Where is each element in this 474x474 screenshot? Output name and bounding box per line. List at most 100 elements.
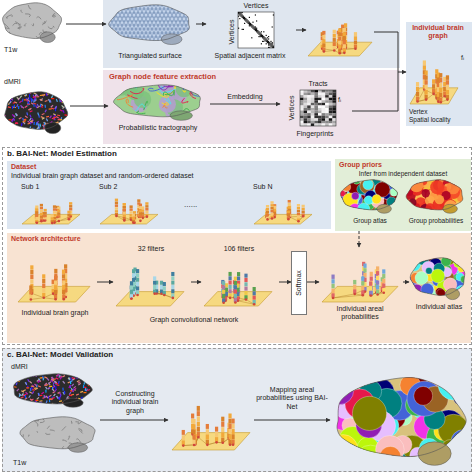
subject-graph <box>270 213 273 216</box>
probability-graph <box>361 286 364 290</box>
tractography-brain <box>135 104 145 110</box>
adjacency-matrix <box>244 19 245 20</box>
fingerprint-matrix <box>325 108 329 111</box>
t1w-brain <box>50 430 55 431</box>
subject-graph <box>270 210 273 213</box>
dmri-brain <box>12 114 14 116</box>
dmri-brain <box>39 395 42 397</box>
dmri-brain <box>70 381 72 384</box>
fingerprint-matrix <box>311 111 315 114</box>
fingerprint-matrix <box>332 113 336 116</box>
subject-graph <box>139 212 142 215</box>
tractography-brain <box>191 91 204 96</box>
conv-layer-graph <box>233 289 236 293</box>
dmri-brain <box>41 99 43 101</box>
adjacency-matrix <box>268 43 269 44</box>
subject-graph <box>40 220 43 223</box>
individual-graph <box>410 88 458 104</box>
subject-graph <box>145 205 148 208</box>
conv-layer-graph <box>132 274 135 278</box>
adjacency-matrix <box>262 41 263 42</box>
dmri-brain <box>29 403 30 406</box>
adjacency-matrix <box>256 29 257 30</box>
dmri-brain <box>73 378 75 380</box>
dmri-brain <box>28 109 31 110</box>
dmri-brain <box>51 108 54 110</box>
conv-layer-graph <box>153 285 156 289</box>
subject-graph <box>287 211 290 214</box>
subject-graph <box>302 211 305 214</box>
conv-layer-graph <box>222 290 225 294</box>
dmri-brain <box>29 374 31 376</box>
fingerprint-matrix <box>307 90 311 93</box>
fingerprint-matrix <box>311 123 315 126</box>
adjacency-matrix <box>268 38 269 39</box>
dmri-brain <box>22 393 24 395</box>
probability-graph <box>363 264 366 268</box>
dmri-brain <box>63 381 65 383</box>
subject-graph <box>53 211 56 214</box>
subject-graph <box>36 221 39 224</box>
dmri-brain <box>31 103 33 105</box>
dmri-brain <box>32 391 34 394</box>
dmri-brain <box>5 92 68 130</box>
dmri-brain <box>68 378 70 380</box>
adjacency-matrix <box>250 23 251 24</box>
dmri-brain <box>64 391 66 394</box>
subject-graph <box>35 221 38 224</box>
dmri-brain <box>59 376 61 378</box>
dmri-brain <box>55 389 57 392</box>
dmri-brain <box>59 131 61 134</box>
dmri-brain <box>41 117 44 118</box>
triangulated-surface <box>30 5 52 43</box>
dmri-brain <box>50 100 51 103</box>
triangulated-surface <box>110 133 190 134</box>
t1w-brain <box>2 3 62 44</box>
adjacency-matrix <box>263 41 264 42</box>
subject-graph <box>57 215 60 218</box>
individual-graph <box>439 88 442 93</box>
subject-graph <box>35 205 38 208</box>
input-graph <box>32 293 44 297</box>
dmri-brain <box>17 400 19 402</box>
fingerprint-matrix <box>311 108 315 111</box>
triangulated-surface <box>0 5 6 43</box>
dmri-brain <box>25 106 28 108</box>
subject-graph <box>288 200 291 203</box>
fingerprint-matrix <box>332 95 336 98</box>
dmri-brain <box>30 126 31 129</box>
fingerprint-matrix <box>314 90 318 93</box>
subject-graph <box>123 215 126 218</box>
dmri-brain <box>42 118 45 120</box>
triangulated-surface <box>110 49 190 50</box>
adjacency-matrix <box>255 26 256 27</box>
surface-graph <box>333 49 336 52</box>
dmri-brain <box>56 378 59 379</box>
dmri-brain <box>40 99 43 100</box>
adjacency-matrix <box>269 47 270 48</box>
probability-graph <box>376 293 379 296</box>
probability-graph <box>333 295 363 298</box>
dmri-brain <box>45 390 46 393</box>
fingerprint-matrix <box>318 116 322 119</box>
subject-graph <box>139 209 142 212</box>
dmri-brain <box>59 400 62 402</box>
adjacency-matrix <box>239 14 240 15</box>
adjacency-matrix <box>269 42 270 43</box>
fingerprint-matrix <box>325 111 329 114</box>
subject-graph <box>297 210 300 213</box>
conv-layer-graph <box>136 294 139 297</box>
dmri-brain <box>84 405 87 407</box>
fingerprint-matrix <box>322 116 326 119</box>
dmri-brain <box>34 93 37 94</box>
dmri-brain <box>18 374 20 376</box>
dmri-brain <box>51 98 54 99</box>
surface-graph <box>333 34 336 38</box>
fingerprint-matrix <box>304 95 308 98</box>
fingerprint-matrix <box>325 121 329 124</box>
fingerprint-matrix <box>318 95 322 98</box>
tractography-brain <box>165 90 175 95</box>
dmri-brain <box>55 381 57 383</box>
individual-atlas-brain <box>426 267 433 274</box>
adjacency-matrix <box>268 41 269 42</box>
